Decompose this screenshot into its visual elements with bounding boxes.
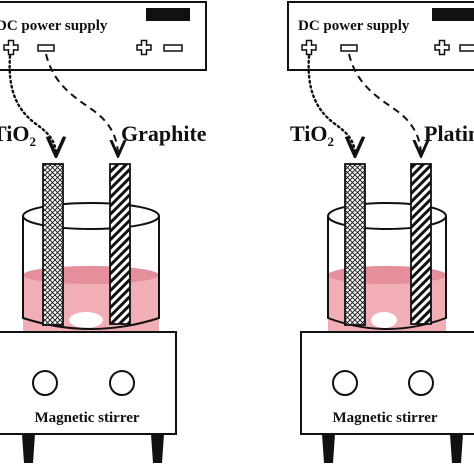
cathode-electrode <box>109 163 131 325</box>
beaker-wall <box>22 216 160 330</box>
stirrer-knob-right[interactable] <box>109 370 135 396</box>
stirrer-knob-left[interactable] <box>332 370 358 396</box>
stirrer-label: Magnetic stirrer <box>34 410 139 426</box>
stirrer-body <box>0 331 177 435</box>
negative-wire <box>348 53 421 156</box>
stir-bar <box>371 312 397 328</box>
display-panel <box>146 8 190 21</box>
plus-terminal-icon <box>301 39 317 56</box>
magnetic-stirrer: Magnetic stirrer <box>300 331 474 463</box>
magnetic-stirrer: Magnetic stirrer <box>0 331 177 463</box>
plus-terminal-icon <box>3 39 19 56</box>
power-supply-label: DC power supply <box>298 18 410 34</box>
negative-wire <box>45 53 118 156</box>
anode-label: TiO2 <box>290 121 334 149</box>
beaker-rim <box>327 202 447 230</box>
beaker-wall <box>327 216 447 330</box>
stirrer-foot <box>322 434 335 463</box>
anode-electrode <box>344 163 366 326</box>
cathode-electrode <box>410 163 432 325</box>
stirrer-label: Magnetic stirrer <box>332 410 437 426</box>
cathode-label: Graphite <box>121 121 207 146</box>
cathode-label: Platinum <box>424 121 474 146</box>
anode-label: TiO2 <box>0 121 36 149</box>
stirrer-foot <box>450 434 463 463</box>
minus-terminal-icon <box>459 44 474 52</box>
positive-wire <box>8 54 56 156</box>
stirrer-knob-left[interactable] <box>32 370 58 396</box>
minus-terminal-icon <box>37 44 55 52</box>
minus-terminal-icon <box>340 44 358 52</box>
setup-right: DC power supply TiO2 Platinum <box>287 1 474 463</box>
setup-left: DC power supply TiO2 Graphite <box>0 1 207 463</box>
stirrer-knob-right[interactable] <box>408 370 434 396</box>
anode-electrode <box>42 163 64 326</box>
plus-terminal-icon <box>136 39 152 56</box>
power-supply-label: DC power supply <box>0 18 108 34</box>
stirrer-foot <box>22 434 35 463</box>
stirrer-foot <box>151 434 164 463</box>
power-supply: DC power supply <box>0 1 207 71</box>
beaker-rim <box>22 202 160 230</box>
power-supply-box <box>287 1 474 71</box>
power-supply: DC power supply <box>287 1 474 71</box>
positive-wire <box>307 54 355 156</box>
plus-terminal-icon <box>434 39 450 56</box>
stir-bar <box>69 312 103 328</box>
minus-terminal-icon <box>163 44 183 52</box>
display-panel <box>432 8 474 21</box>
stirrer-body <box>300 331 474 435</box>
